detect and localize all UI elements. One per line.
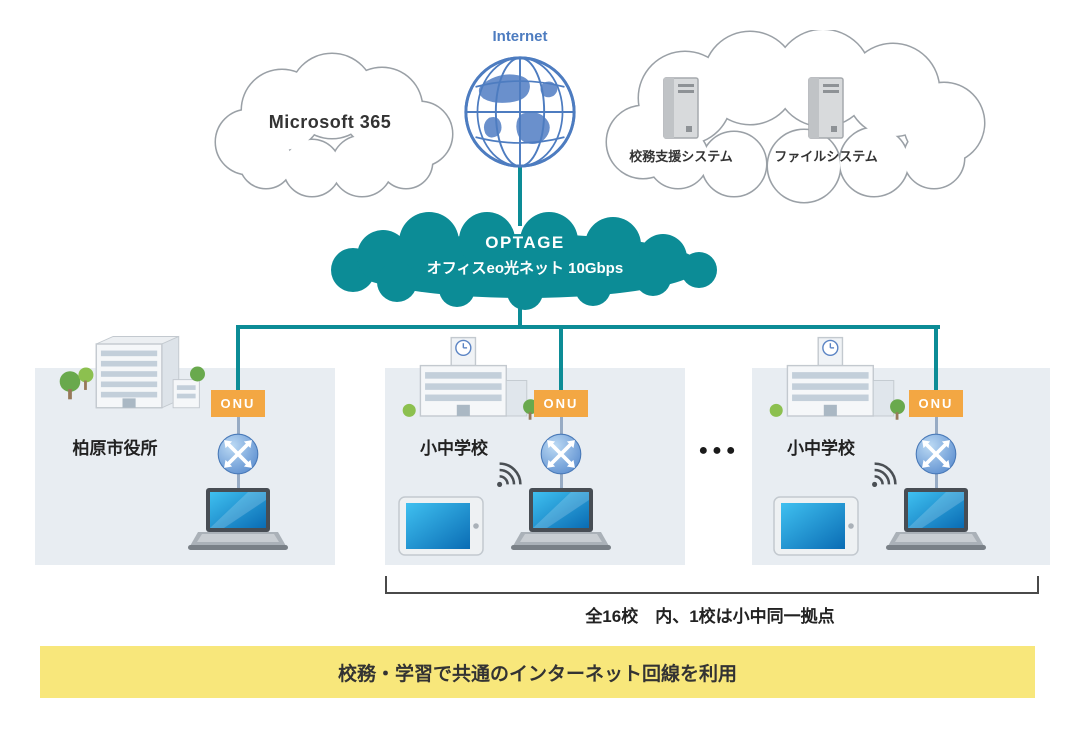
- laptop-icon-school-1: [509, 488, 613, 552]
- city-hall-icon: [55, 318, 205, 430]
- internet-label: Internet: [492, 28, 548, 45]
- scope-bracket: [385, 576, 1039, 594]
- school-icon-2: [765, 332, 905, 430]
- school-icon-1: [398, 332, 538, 430]
- drop-line-school-1: [559, 327, 563, 393]
- server-icon-school-affairs: [658, 76, 704, 140]
- router-icon-school-2: [914, 432, 958, 476]
- onu-badge-school-2: ONU: [909, 390, 963, 417]
- router-icon-school-1: [539, 432, 583, 476]
- site-label-school-2: 小中学校: [787, 439, 855, 458]
- banner: 校務・学習で共通のインターネット回線を利用: [40, 646, 1035, 698]
- tablet-icon-school-1: [398, 496, 484, 556]
- link-wan-to-bus: [518, 294, 522, 329]
- bus-line: [236, 325, 940, 329]
- server-icon-file-system: [803, 76, 849, 140]
- internet-globe-icon: [462, 54, 578, 170]
- tablet-icon-school-2: [773, 496, 859, 556]
- optage-cloud-shape: [331, 212, 717, 310]
- drop-line-school-2: [934, 327, 938, 393]
- optage-title: OPTAGE: [485, 233, 565, 252]
- laptop-icon-cityhall: [186, 488, 290, 552]
- link-internet-to-wan: [518, 162, 522, 226]
- onu-badge-school-1: ONU: [534, 390, 588, 417]
- microsoft-365-label: Microsoft 365: [268, 112, 392, 132]
- site-label-cityhall: 柏原市役所: [72, 439, 158, 458]
- server-label-file-system: ファイルシステム: [774, 149, 878, 164]
- wifi-icon-school-2: [869, 458, 901, 490]
- laptop-icon-school-2: [884, 488, 988, 552]
- ellipsis-more-schools: ●●●: [698, 442, 740, 459]
- router-icon-cityhall: [216, 432, 260, 476]
- server-label-school-affairs: 校務支援システム: [629, 149, 733, 164]
- microsoft-cloud-shape: [214, 52, 454, 198]
- banner-text: 校務・学習で共通のインターネット回線を利用: [337, 663, 737, 685]
- wifi-icon-school-1: [494, 458, 526, 490]
- site-label-school-1: 小中学校: [420, 439, 488, 458]
- optage-subtitle: オフィスeo光ネット 10Gbps: [426, 260, 624, 277]
- systems-cloud-shape: [605, 30, 986, 204]
- drop-line-cityhall: [236, 327, 240, 393]
- scope-note: 全16校 内、1校は小中同一拠点: [585, 607, 835, 626]
- onu-badge-cityhall: ONU: [211, 390, 265, 417]
